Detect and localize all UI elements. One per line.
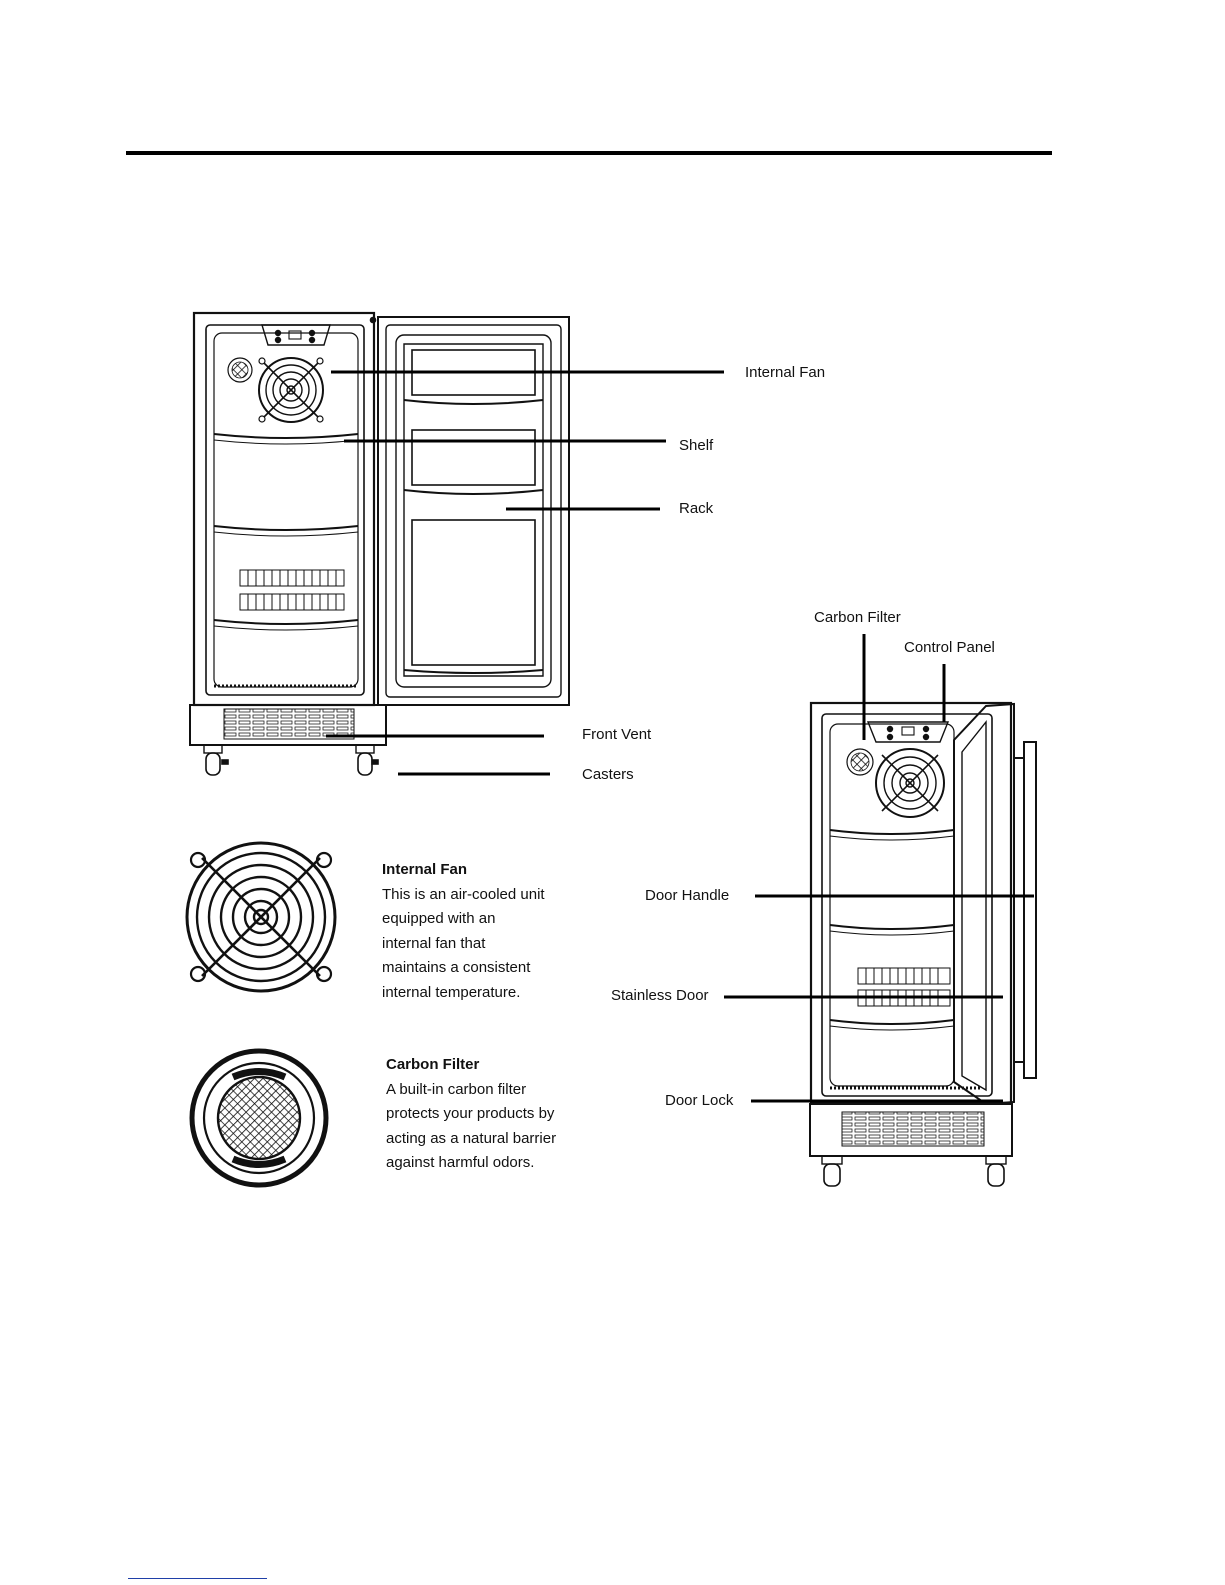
header-rule [126, 151, 1052, 155]
fridge-angled-view [809, 701, 1037, 1187]
fan-large-icon [185, 841, 337, 993]
door-handle-shape [1014, 741, 1037, 1079]
feature-title: Carbon Filter [386, 1056, 480, 1073]
control-panel-small [261, 324, 331, 346]
shelves-unit2 [829, 829, 955, 1031]
callout-door-handle: Door Handle [645, 887, 730, 904]
leader-lines-unit2 [724, 634, 1034, 1103]
feature-description: This is an air-cooled unit equipped with… [382, 885, 545, 1001]
feature-title: Internal Fan [382, 861, 468, 878]
open-door [369, 316, 570, 706]
control-panel-large [866, 721, 950, 743]
callout-internal-fan: Internal Fan [745, 364, 826, 381]
carbon-filter-unit2 [846, 748, 874, 776]
leader-lines-unit1 [326, 370, 724, 776]
shelves-small [213, 433, 359, 631]
fan-small-icon [258, 357, 324, 423]
fan-unit2 [875, 748, 945, 818]
carbon-filter-large-icon [189, 1048, 329, 1188]
callout-front-vent: Front Vent [582, 726, 652, 743]
feature-description: A built-in carbon filter protects your p… [386, 1080, 557, 1172]
footer-link-underline [128, 1578, 267, 1579]
rear-vents-small [239, 569, 345, 611]
callout-casters: Casters [582, 766, 634, 783]
rear-vents-unit2 [857, 967, 951, 1007]
casters-small [203, 744, 379, 776]
callout-shelf: Shelf [679, 437, 714, 454]
feature-carbon-filter: Carbon Filter A built-in carbon filter p… [386, 1053, 556, 1176]
fridge-open-view [189, 311, 570, 776]
callout-control-panel: Control Panel [904, 639, 995, 656]
callout-stainless-door: Stainless Door [611, 987, 709, 1004]
callout-carbon-filter: Carbon Filter [814, 609, 901, 626]
carbon-filter-small-icon [227, 357, 253, 383]
callout-door-lock: Door Lock [665, 1092, 734, 1109]
callout-rack: Rack [679, 500, 714, 517]
feature-internal-fan: Internal Fan This is an air-cooled unit … [382, 858, 545, 1005]
casters-unit2 [821, 1155, 1007, 1187]
